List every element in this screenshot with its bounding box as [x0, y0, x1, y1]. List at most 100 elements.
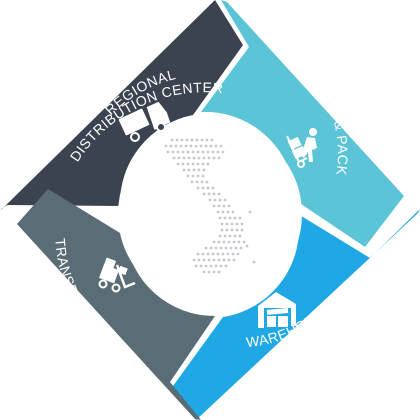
map-dot — [233, 216, 237, 220]
map-dot — [199, 144, 203, 148]
map-dot — [202, 258, 206, 262]
map-dot — [219, 264, 223, 268]
map-dot — [201, 252, 205, 256]
map-dot — [219, 246, 223, 250]
map-dot — [209, 264, 213, 268]
map-dot — [223, 216, 227, 220]
map-dot — [201, 186, 205, 190]
map-dot — [179, 144, 183, 148]
map-dot — [189, 144, 193, 148]
map-dot — [202, 192, 206, 196]
map-dot — [197, 168, 201, 172]
map-dot — [231, 252, 235, 256]
segment-transportation — [17, 189, 215, 420]
map-dot — [217, 156, 221, 160]
map-dot — [217, 270, 221, 274]
map-dot — [190, 180, 194, 184]
map-dot — [192, 258, 196, 262]
map-dot — [227, 240, 231, 244]
map-dot — [186, 162, 190, 166]
map-dot — [175, 138, 179, 142]
map-dot — [191, 162, 195, 166]
map-dot — [216, 252, 220, 256]
map-dot — [195, 180, 199, 184]
map-dot — [212, 204, 216, 208]
map-dot — [212, 258, 216, 262]
map-dot — [212, 240, 216, 244]
map-dot — [194, 144, 198, 148]
map-dot — [207, 270, 211, 274]
map-dot — [237, 240, 241, 244]
map-dot — [205, 180, 209, 184]
map-dot — [225, 228, 229, 232]
map-dot — [218, 216, 222, 220]
map-dot — [201, 162, 205, 166]
map-dot — [235, 222, 239, 226]
map-dot — [226, 252, 230, 256]
map-dot — [184, 144, 188, 148]
map-dot — [239, 246, 243, 250]
map-dot — [200, 138, 204, 142]
map-dot — [170, 138, 174, 142]
map-dot — [217, 240, 221, 244]
map-dot — [182, 168, 186, 172]
map-dot — [166, 150, 170, 154]
map-dot — [223, 234, 227, 238]
map-dot — [201, 150, 205, 154]
map-dot — [176, 162, 180, 166]
map-dot — [210, 138, 214, 142]
map-dot — [235, 228, 239, 232]
map-dot — [211, 186, 215, 190]
map-dot — [186, 174, 190, 178]
map-dot — [217, 258, 221, 262]
map-dot — [191, 174, 195, 178]
map-dot — [174, 144, 178, 148]
vietnam-dotted-map-icon — [164, 138, 256, 274]
segment-pick-and-pack — [201, 0, 404, 247]
map-dot — [231, 210, 235, 214]
map-dot — [192, 156, 196, 160]
map-dot — [234, 246, 238, 250]
map-dot — [240, 228, 244, 232]
map-dot — [225, 222, 229, 226]
map-dot — [232, 258, 236, 262]
map-dot — [204, 144, 208, 148]
map-dot — [252, 260, 256, 264]
map-dot — [229, 246, 233, 250]
map-dot — [192, 168, 196, 172]
map-dot — [204, 264, 208, 268]
map-dot — [238, 234, 242, 238]
map-dot — [181, 162, 185, 166]
map-dot — [232, 240, 236, 244]
map-dot — [211, 252, 215, 256]
map-dot — [245, 244, 249, 248]
map-dot — [204, 246, 208, 250]
map-dot — [214, 144, 218, 148]
map-dot — [238, 216, 242, 220]
delivery-truck-icon — [118, 101, 171, 142]
map-dot — [180, 138, 184, 142]
map-dot — [202, 270, 206, 274]
map-dot — [205, 138, 209, 142]
map-dot — [233, 234, 237, 238]
map-dot — [222, 240, 226, 244]
map-dot — [221, 210, 225, 214]
map-dot — [224, 246, 228, 250]
map-dot — [207, 156, 211, 160]
map-dot — [228, 234, 232, 238]
map-dot — [206, 150, 210, 154]
map-dot — [196, 150, 200, 154]
map-dot — [221, 150, 225, 154]
map-dot — [186, 150, 190, 154]
map-dot — [242, 240, 246, 244]
map-dot — [248, 210, 252, 214]
map-dot — [227, 258, 231, 262]
map-dot — [222, 258, 226, 262]
map-dot — [197, 258, 201, 262]
map-dot — [207, 192, 211, 196]
map-dot — [181, 150, 185, 154]
map-dot — [216, 150, 220, 154]
map-dot — [220, 228, 224, 232]
map-dot — [226, 210, 230, 214]
